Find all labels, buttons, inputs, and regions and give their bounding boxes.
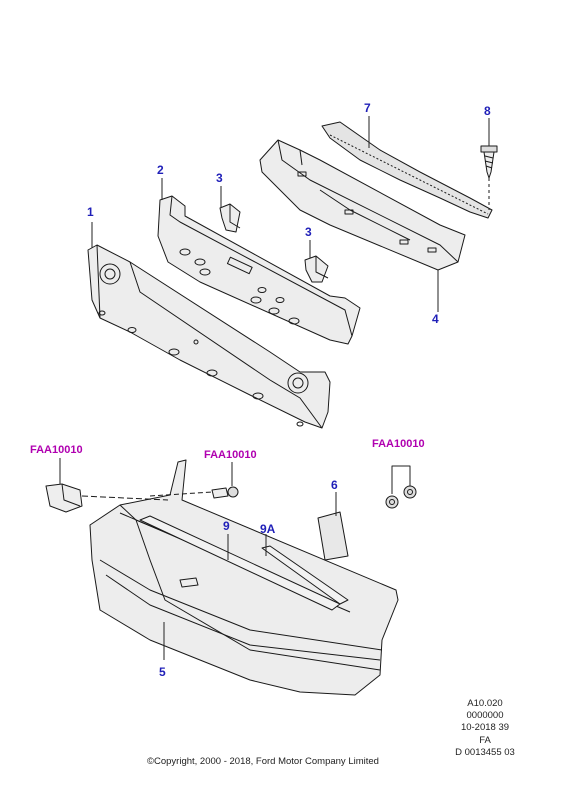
clip-fastener-left xyxy=(45,483,169,513)
part-2-absorber xyxy=(157,195,361,345)
meta-line-4: FA xyxy=(479,734,491,746)
reference-code-left: FAA10010 xyxy=(30,444,83,456)
part-6-pad xyxy=(317,511,349,561)
part-8-screw xyxy=(480,145,498,210)
nut-fasteners-right xyxy=(385,485,417,509)
callout-6: 6 xyxy=(331,478,338,492)
callout-8: 8 xyxy=(484,104,491,118)
drawing-metadata: A10.020 0000000 10-2018 39 FA D 0013455 … xyxy=(440,698,530,759)
callout-9: 9 xyxy=(223,519,230,533)
meta-line-5: D 0013455 03 xyxy=(455,746,515,758)
part-4-rear-panel xyxy=(259,139,466,271)
part-3-bracket-upper xyxy=(219,203,241,233)
meta-line-3: 10-2018 39 xyxy=(460,722,510,734)
callout-2: 2 xyxy=(157,163,164,177)
callout-3-upper: 3 xyxy=(216,171,223,185)
copyright-notice: ©Copyright, 2000 - 2018, Ford Motor Comp… xyxy=(147,756,379,767)
leader-lines xyxy=(59,116,490,660)
reference-code-middle: FAA10010 xyxy=(204,449,257,461)
meta-line-1: A10.020 xyxy=(467,698,503,709)
callout-7: 7 xyxy=(364,101,371,115)
part-7-seal xyxy=(321,121,493,219)
callout-4: 4 xyxy=(432,312,439,326)
callout-5: 5 xyxy=(159,665,166,679)
callout-9a: 9A xyxy=(260,522,276,536)
part-1-reinforcement xyxy=(87,244,331,429)
part-5-bumper-cover xyxy=(89,459,399,696)
meta-line-2: 0000000 xyxy=(466,710,504,722)
callout-3-lower: 3 xyxy=(305,225,312,239)
part-9a-strip xyxy=(261,545,349,605)
part-3-bracket-lower xyxy=(304,255,329,283)
bolt-fastener-middle xyxy=(149,486,239,499)
reference-code-right: FAA10010 xyxy=(372,438,425,450)
callout-1: 1 xyxy=(87,205,94,219)
